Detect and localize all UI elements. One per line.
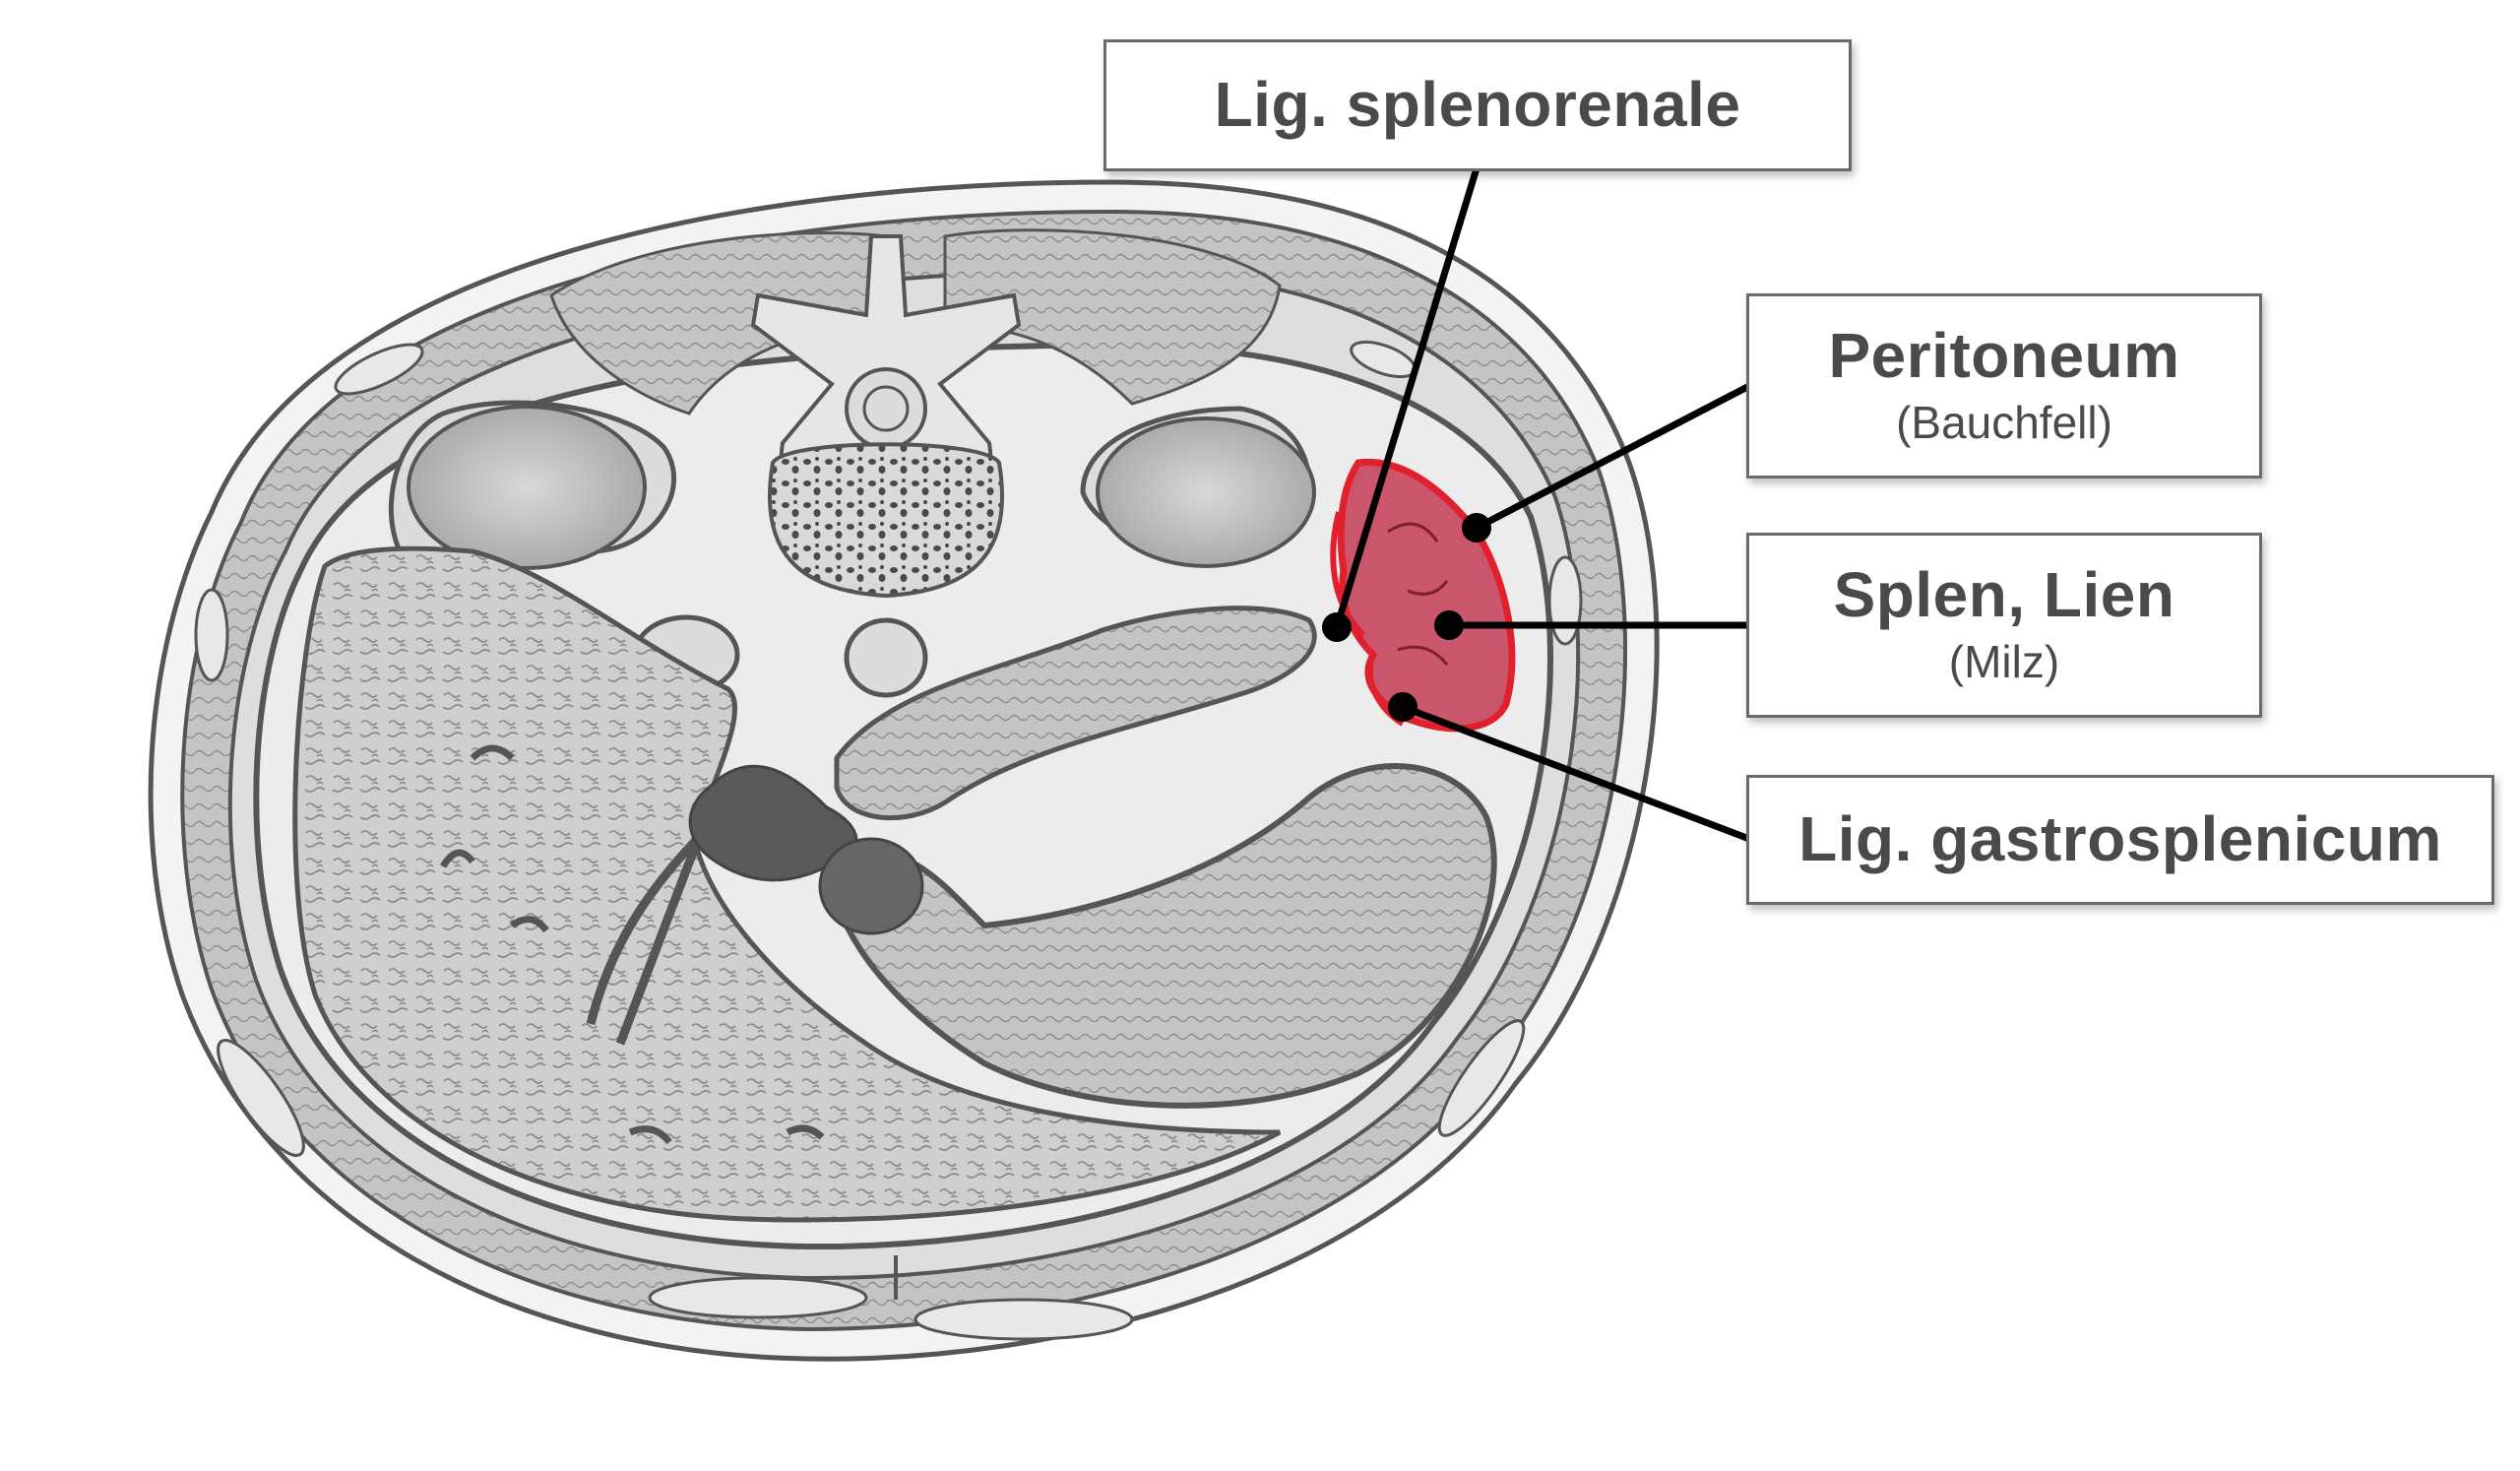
label-main-text: Lig. splenorenale: [1215, 72, 1741, 138]
dot-peritoneum: [1462, 513, 1491, 543]
label-main-text: Peritoneum: [1828, 323, 2179, 389]
dot-gastrosplenicum: [1388, 692, 1418, 722]
label-lig-splenorenale: Lig. splenorenale: [1103, 39, 1852, 171]
label-sub-text: (Milz): [1949, 636, 2059, 688]
label-splen-lien: Splen, Lien (Milz): [1746, 533, 2262, 718]
dot-splenorenale: [1322, 612, 1352, 642]
label-main-text: Splen, Lien: [1834, 562, 2175, 628]
label-peritoneum: Peritoneum (Bauchfell): [1746, 293, 2262, 479]
label-lig-gastrosplenicum: Lig. gastrosplenicum: [1746, 775, 2494, 905]
label-sub-text: (Bauchfell): [1896, 397, 2112, 449]
aorta: [847, 620, 925, 695]
label-main-text: Lig. gastrosplenicum: [1798, 806, 2442, 872]
dot-splen: [1434, 610, 1464, 640]
